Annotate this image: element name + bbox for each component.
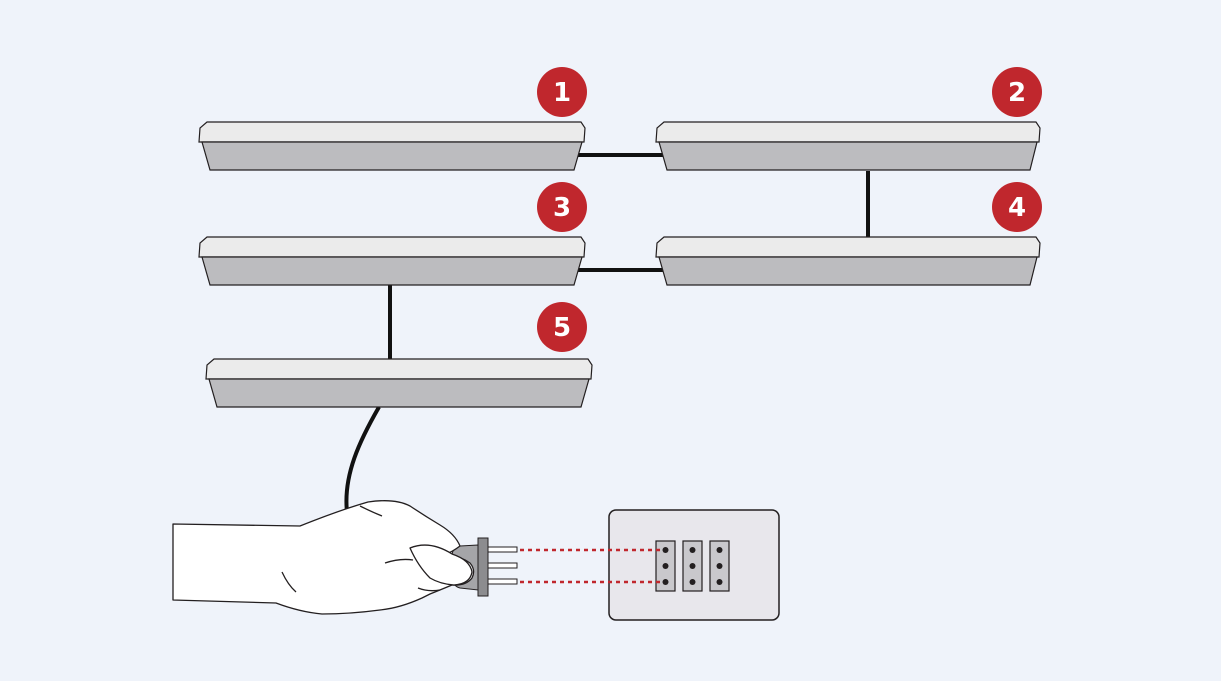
badge-1: 1 [537,67,587,117]
badge-5: 5 [537,302,587,352]
fixture-top [655,121,1041,143]
hand-outline [172,500,475,615]
light-fixture-2 [655,121,1041,171]
finger-crease-3 [281,571,297,593]
badge-label-5: 5 [553,313,571,343]
socket-module-3 [709,540,730,592]
wall-socket [608,509,780,621]
badge-label-3: 3 [553,193,571,223]
finger-crease-4 [417,587,441,592]
badge-3: 3 [537,182,587,232]
badge-label-2: 2 [1008,78,1026,108]
badge-2: 2 [992,67,1042,117]
plug-pin-middle [486,562,518,569]
fixture-top [655,236,1041,258]
socket-module-1 [655,540,676,592]
badge-4: 4 [992,182,1042,232]
badge-label-1: 1 [553,78,571,108]
fixture-body [658,141,1038,171]
fixture-top [198,236,586,258]
fixture-body [208,378,590,408]
light-fixture-4 [655,236,1041,286]
light-fixture-1 [198,121,586,171]
light-fixture-5 [205,358,593,408]
power-cord [344,406,381,513]
plug-pin-bottom [486,578,518,585]
cables [344,153,870,513]
finger-crease-1 [384,558,414,564]
light-fixture-3 [198,236,586,286]
finger-crease-2 [359,505,383,517]
plug-pin-top [486,546,518,553]
plug-face [477,537,489,597]
thumb [409,544,473,586]
fixture-body [201,141,583,171]
fixture-body [201,256,583,286]
hand-icon [172,500,475,615]
fixture-top [198,121,586,143]
fixture-top [205,358,593,380]
fixture-body [658,256,1038,286]
socket-module-2 [682,540,703,592]
badge-label-4: 4 [1008,193,1026,223]
